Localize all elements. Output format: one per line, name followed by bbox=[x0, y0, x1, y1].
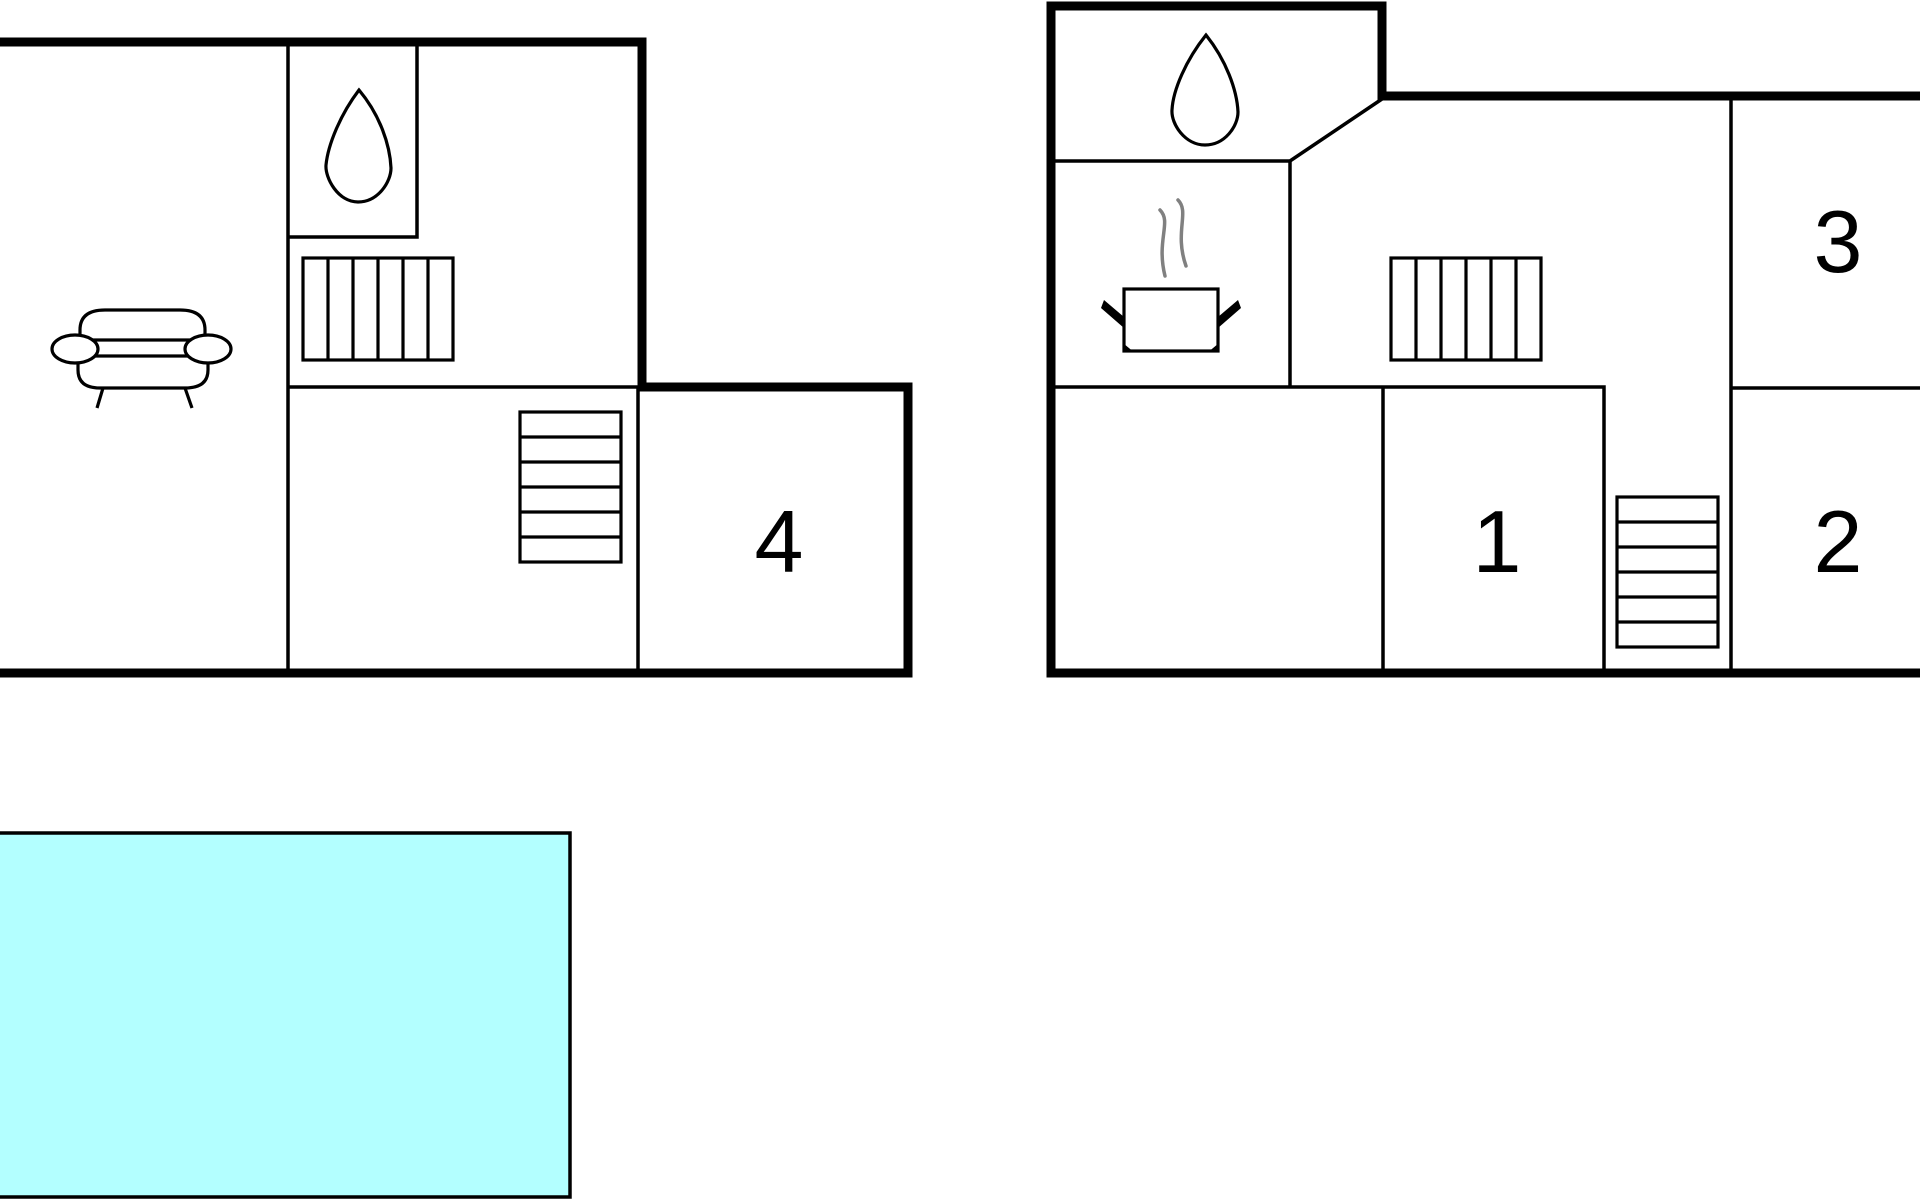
pool-icon bbox=[0, 831, 572, 1199]
stairs-icon-right bbox=[1615, 495, 1720, 649]
room-label-1: 1 bbox=[1473, 492, 1522, 591]
sofa-icon bbox=[50, 308, 233, 409]
right-wall-mid-horizontal bbox=[1051, 385, 1606, 673]
room-label-3: 3 bbox=[1814, 192, 1863, 291]
stairs-icon bbox=[518, 410, 623, 564]
room-label-2: 2 bbox=[1814, 492, 1863, 591]
water-drop-icon-right bbox=[1170, 32, 1240, 147]
right-building-outer-wall bbox=[1046, 1, 1920, 678]
right-building: 1 2 3 bbox=[1046, 1, 1920, 678]
room-label-4: 4 bbox=[755, 492, 804, 591]
right-wall-bathroom-bottom bbox=[1051, 97, 1383, 163]
radiator-icon-right bbox=[1389, 256, 1543, 362]
water-drop-icon bbox=[324, 87, 393, 204]
cooking-pot-icon bbox=[1101, 198, 1241, 353]
left-building-outer-wall bbox=[0, 37, 913, 678]
left-bathroom-wall bbox=[288, 42, 419, 239]
left-building: 4 bbox=[0, 37, 913, 678]
radiator-icon bbox=[301, 256, 455, 362]
